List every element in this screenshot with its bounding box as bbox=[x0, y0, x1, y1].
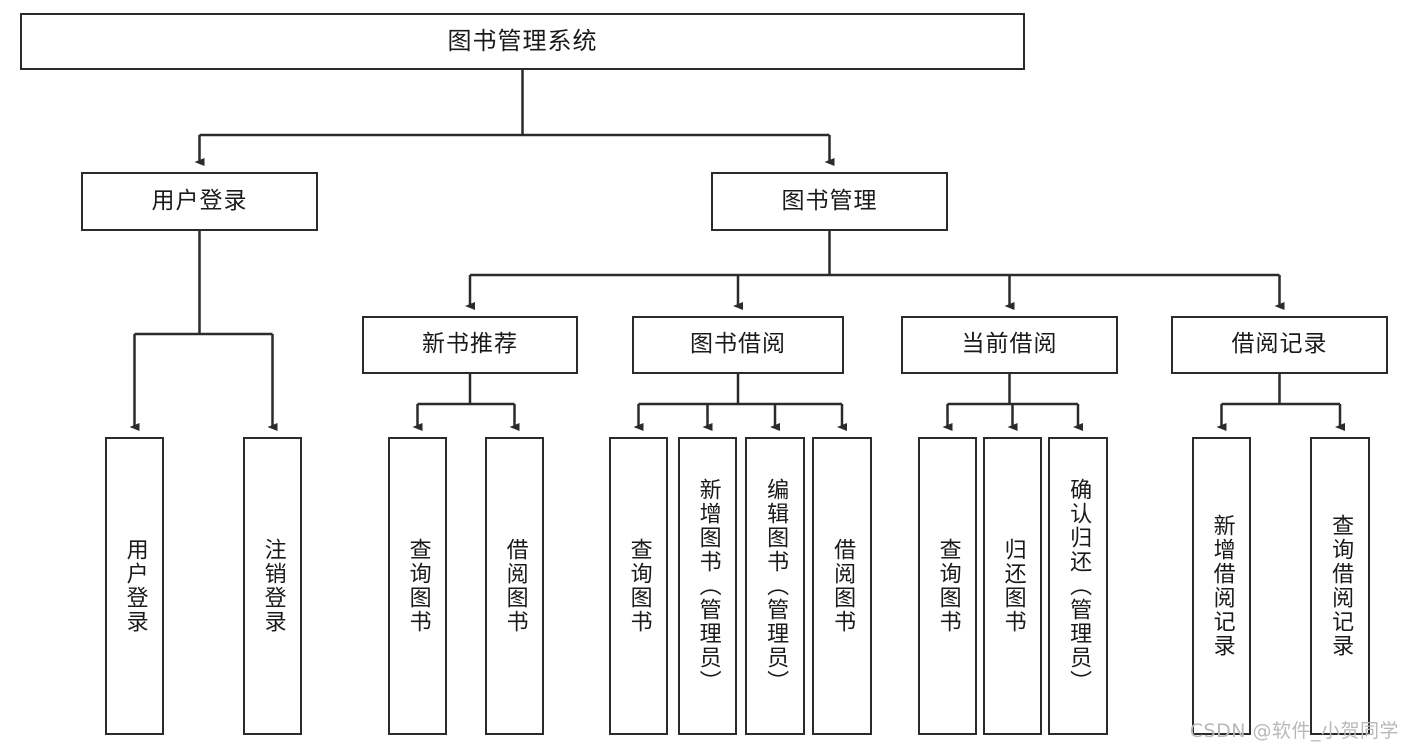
leaf-label: 借阅图书 bbox=[830, 538, 856, 634]
node-borrow-record[interactable]: 借阅记录 bbox=[1171, 316, 1388, 374]
csdn-watermark: CSDN @软件_小贺同学 bbox=[1189, 720, 1399, 742]
node-new-book-recommend[interactable]: 新书推荐 bbox=[362, 316, 578, 374]
leaf-query-book-borrow[interactable]: 查询图书 bbox=[609, 437, 668, 735]
leaf-label: 新增借阅记录 bbox=[1209, 514, 1235, 658]
node-book-borrow[interactable]: 图书借阅 bbox=[632, 316, 844, 374]
leaf-user-login[interactable]: 用户登录 bbox=[105, 437, 164, 735]
leaf-logout-login[interactable]: 注销登录 bbox=[243, 437, 302, 735]
leaf-label: 查询借阅记录 bbox=[1328, 514, 1354, 658]
leaf-label: 查询图书 bbox=[935, 538, 961, 634]
leaf-return-book[interactable]: 归还图书 bbox=[983, 437, 1042, 735]
leaf-add-book-admin[interactable]: 新增图书（管理员） bbox=[678, 437, 737, 735]
node-user-login[interactable]: 用户登录 bbox=[81, 172, 318, 231]
leaf-borrow-book[interactable]: 借阅图书 bbox=[812, 437, 872, 735]
leaf-edit-book-admin[interactable]: 编辑图书（管理员） bbox=[745, 437, 805, 735]
leaf-add-borrow-record[interactable]: 新增借阅记录 bbox=[1192, 437, 1251, 735]
leaf-label: 用户登录 bbox=[122, 538, 148, 634]
leaf-confirm-return-admin[interactable]: 确认归还（管理员） bbox=[1048, 437, 1108, 735]
leaf-borrow-book-recommend[interactable]: 借阅图书 bbox=[485, 437, 544, 735]
node-current-borrow[interactable]: 当前借阅 bbox=[901, 316, 1118, 374]
leaf-query-book-current[interactable]: 查询图书 bbox=[918, 437, 977, 735]
leaf-label: 查询图书 bbox=[626, 538, 652, 634]
leaf-label: 归还图书 bbox=[1000, 538, 1026, 634]
leaf-query-book-recommend[interactable]: 查询图书 bbox=[388, 437, 447, 735]
leaf-label: 编辑图书（管理员） bbox=[763, 478, 789, 694]
leaf-label: 新增图书（管理员） bbox=[695, 478, 721, 694]
leaf-label: 借阅图书 bbox=[502, 538, 528, 634]
leaf-label: 查询图书 bbox=[405, 538, 431, 634]
leaf-label: 确认归还（管理员） bbox=[1066, 478, 1092, 694]
node-book-manage[interactable]: 图书管理 bbox=[711, 172, 948, 231]
leaf-label: 注销登录 bbox=[260, 538, 286, 634]
node-root[interactable]: 图书管理系统 bbox=[20, 13, 1025, 70]
leaf-query-borrow-record[interactable]: 查询借阅记录 bbox=[1310, 437, 1370, 735]
